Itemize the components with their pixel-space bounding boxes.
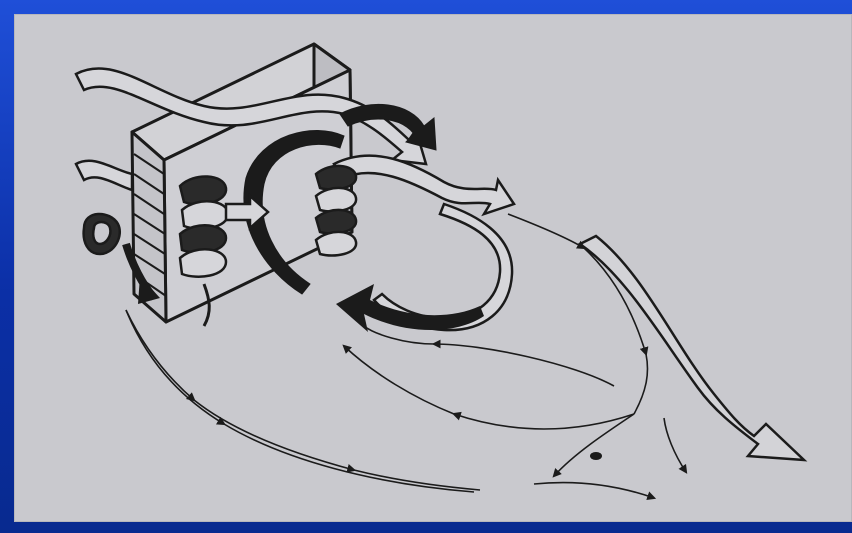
bottom-curl-arrow [336, 284, 484, 332]
streamline-lower-branch [554, 414, 634, 476]
figure-panel [14, 14, 852, 522]
streamline-return-2 [434, 344, 614, 386]
flow-diagram [14, 14, 852, 522]
streamline-lower-left [126, 310, 474, 492]
saddle-point-dot [590, 452, 602, 460]
streamline-return-1 [454, 414, 634, 429]
outflow-arrow [580, 236, 804, 460]
left-inflow-ribbons [76, 161, 132, 254]
streamline-upper-right [508, 214, 584, 248]
